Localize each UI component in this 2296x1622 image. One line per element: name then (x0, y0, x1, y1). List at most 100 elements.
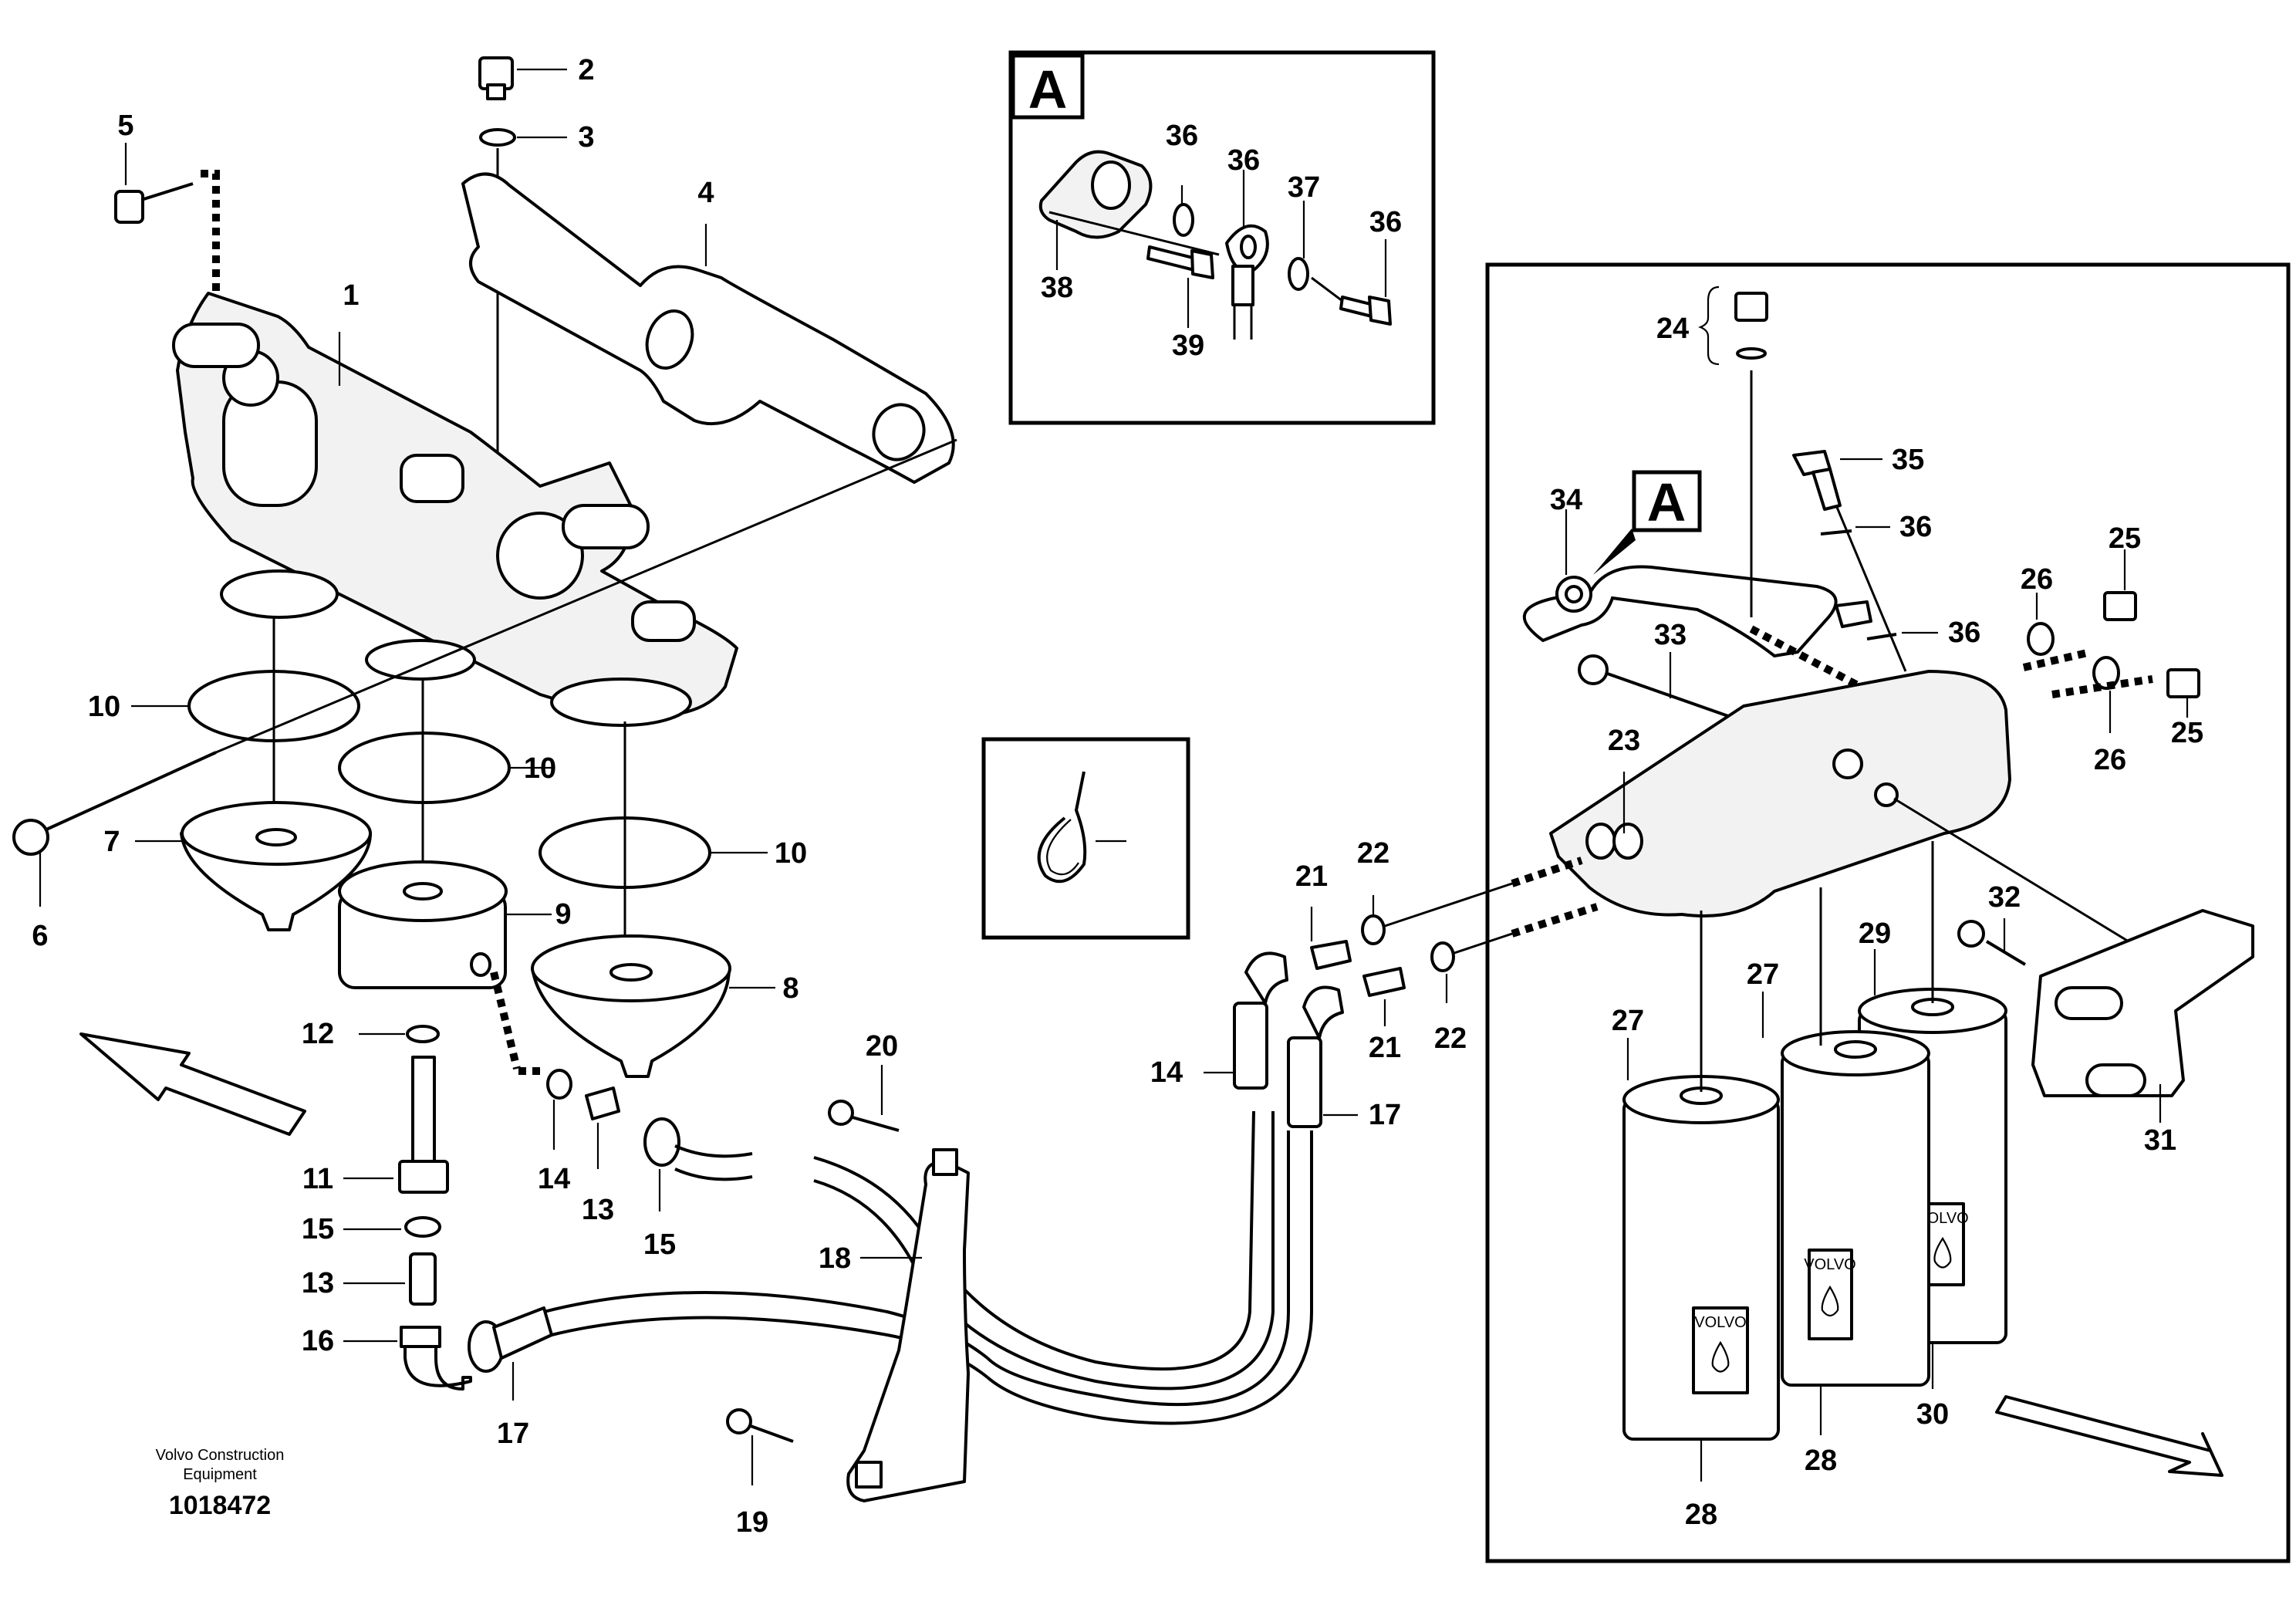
callout-23: 23 (1608, 725, 1640, 757)
cable-tie-view (981, 737, 1190, 940)
banjo-hole (1240, 235, 1257, 259)
dashed-link (2051, 675, 2153, 698)
cone-port (609, 963, 653, 982)
axis-line (1048, 211, 1220, 256)
bolt-33 (1600, 670, 1744, 723)
cone-port (255, 828, 297, 846)
hose-17 (986, 1130, 1290, 1407)
cable-tie (1037, 771, 1087, 884)
callout-9: 9 (555, 898, 571, 931)
filter-brand: VOLVO (1694, 1314, 1746, 1331)
callout-36: 36 (1948, 617, 1980, 649)
callout-6: 6 (32, 920, 48, 952)
washer (479, 128, 516, 147)
hose-ferrule (492, 1306, 553, 1360)
callout-17: 17 (1369, 1099, 1401, 1131)
bracket-31 (2031, 909, 2254, 1097)
bracket-clip (932, 1148, 958, 1176)
callout-10: 10 (524, 752, 556, 785)
callout-31: 31 (2144, 1124, 2176, 1157)
callout-11: 11 (302, 1163, 333, 1195)
plug (2103, 591, 2137, 621)
oil-drop-icon (1933, 1236, 1952, 1269)
detail-letter-box (1011, 53, 1085, 120)
boss (1832, 748, 1863, 779)
callout-10: 10 (775, 837, 807, 870)
drawing-number: 1018472 (169, 1491, 271, 1520)
o-ring (338, 732, 511, 804)
stud-nut (398, 1160, 449, 1194)
dashed-link (2022, 648, 2092, 671)
callout-34: 36 (1227, 144, 1260, 177)
callout-13: 13 (582, 1194, 614, 1226)
filter-assembly-view: 24 35 36 36 34 A 25 26 (1485, 262, 2291, 1563)
valve-body (496, 512, 584, 600)
callout-22: 22 (1434, 1022, 1467, 1055)
pipe-34 (1522, 565, 1838, 658)
callout-35: 36 (1369, 206, 1402, 238)
bolt-head (1957, 920, 1985, 948)
inlet-tube (172, 323, 260, 368)
filter-cartridge-27-28-a: VOLVO 28 27 (1747, 958, 1930, 1477)
dashed-link (1511, 857, 1583, 887)
dashed-link (1511, 903, 1599, 938)
brace-24 (1698, 286, 1720, 366)
detail-view-a: A 36 36 37 36 38 39 (1008, 50, 1436, 425)
bolt-shank (1811, 468, 1842, 511)
gasket (461, 172, 955, 484)
axis-line (1311, 276, 1343, 302)
washer (2092, 656, 2120, 690)
callout-35: 35 (1892, 444, 1924, 476)
axis-line (1835, 505, 1907, 672)
callout-36: 36 (1899, 511, 1932, 543)
filter-seat (550, 678, 692, 727)
axis-line (1893, 797, 2161, 962)
gasket-port (872, 403, 926, 461)
callout-25: 25 (2109, 522, 2141, 555)
hose-elbow (1244, 951, 1288, 1005)
screw-head (1190, 249, 1214, 279)
banjo-hole (1565, 585, 1583, 603)
filter-label (1808, 1249, 1853, 1340)
axis-line (1384, 882, 1513, 928)
manufacturer-line-2: Equipment (183, 1466, 257, 1483)
filter-body (1781, 1052, 1930, 1387)
callout-7: 7 (103, 826, 120, 858)
port (1612, 823, 1643, 860)
washer (2027, 622, 2055, 656)
screw-shank (852, 1116, 900, 1132)
hose-ferrule (1233, 1002, 1268, 1090)
filter-seat (365, 639, 476, 681)
filter-seat (220, 569, 339, 619)
cable-tie-frame (981, 737, 1190, 940)
reference-arrow (1593, 529, 1636, 575)
filter-port (1834, 1040, 1877, 1059)
callout-24: 24 (1656, 313, 1689, 345)
callout-19: 19 (736, 1506, 768, 1539)
callout-33: 33 (1654, 619, 1687, 651)
gasket-port (645, 309, 694, 370)
callout-21: 21 (1369, 1032, 1401, 1064)
filter-cartridge-27-28-b: VOLVO 28 27 (1612, 1005, 1780, 1531)
callout-27: 27 (1612, 1005, 1644, 1037)
screw-head (726, 1408, 752, 1434)
nipple (400, 454, 464, 503)
callout-34: 34 (1550, 484, 1582, 516)
callout-27: 27 (1747, 958, 1779, 991)
main-assembly: 2 3 4 5 1 10 10 (12, 54, 1599, 1539)
valve-sleeve (562, 504, 650, 549)
reference-letter-box (1632, 470, 1702, 532)
washer (1288, 257, 1309, 291)
filter-label (1692, 1306, 1749, 1394)
canister-port (470, 952, 491, 977)
callout-28: 28 (1685, 1499, 1717, 1531)
pipe-nut (1835, 600, 1872, 628)
hose-17 (986, 1130, 1313, 1425)
callout-29: 29 (1859, 917, 1891, 950)
sleeve (2085, 1063, 2146, 1097)
detail-letter: A (1028, 59, 1068, 120)
callout-12: 12 (302, 1018, 334, 1050)
filter-brand: VOLVO (1804, 1256, 1855, 1273)
callout-30: 30 (1916, 1398, 1949, 1431)
sleeve (2055, 986, 2123, 1020)
